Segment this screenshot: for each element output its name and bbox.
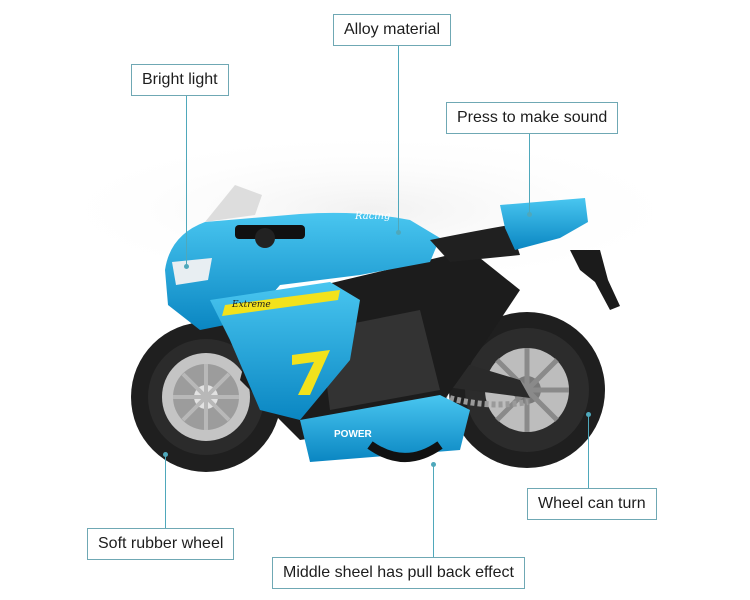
soft-rubber-label: Soft rubber wheel <box>87 528 235 560</box>
alloy-dot <box>396 230 401 235</box>
rear-wheel <box>449 312 605 468</box>
pullback-dot <box>431 462 436 467</box>
turn-leader <box>588 414 589 488</box>
racing-decal: Racing <box>354 211 390 222</box>
extreme-decal: Extreme <box>231 300 271 310</box>
pullback-leader <box>433 464 434 557</box>
front-wheel <box>131 322 281 472</box>
turn-dot <box>586 412 591 417</box>
light-dot <box>184 264 189 269</box>
pull-back-label: Middle sheel has pull back effect <box>272 557 525 589</box>
press-sound-label: Press to make sound <box>446 102 619 134</box>
alloy-material-label: Alloy material <box>333 14 452 46</box>
sound-dot <box>527 212 532 217</box>
power-decal: POWER <box>334 429 373 440</box>
sound-leader <box>529 134 530 214</box>
wheel-turn-label: Wheel can turn <box>527 488 657 520</box>
rubber-dot <box>163 452 168 457</box>
light-leader <box>186 96 187 266</box>
bright-light-label: Bright light <box>131 64 229 96</box>
rubber-leader <box>165 454 166 528</box>
alloy-leader <box>398 46 399 232</box>
